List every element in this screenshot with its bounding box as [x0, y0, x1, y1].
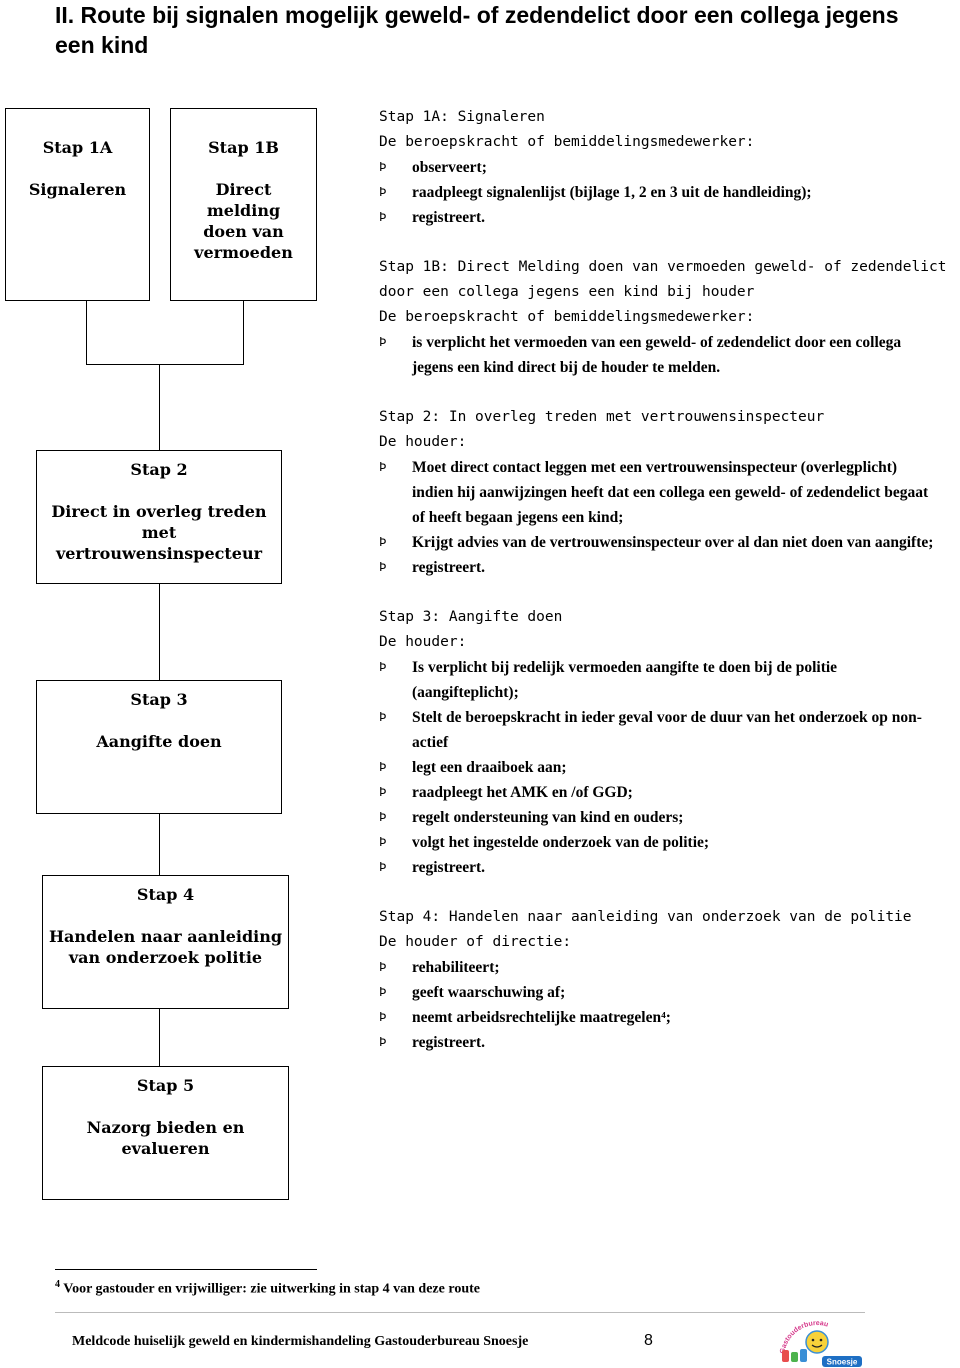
page-title: II. Route bij signalen mogelijk geweld- … — [55, 2, 899, 58]
step-heading: Stap 2: In overleg treden met vertrouwen… — [379, 409, 825, 425]
step-heading: Stap 3: Aangifte doen — [379, 609, 563, 625]
flow-box-step: Stap 5 — [136, 1076, 195, 1095]
bullet-icon: Þ — [379, 660, 387, 674]
flow-box-stap-1a: Stap 1A Signaleren — [5, 108, 150, 301]
bullet-icon: Þ — [379, 160, 387, 174]
flow-box-step: Stap 1A — [42, 138, 113, 157]
bullet-icon: Þ — [379, 535, 387, 549]
footnote-mark: 4 — [55, 1279, 60, 1290]
bullet-icon: Þ — [379, 760, 387, 774]
footnote-separator — [55, 1269, 317, 1270]
flow-box-step: Stap 3 — [130, 690, 188, 709]
bullet-icon: Þ — [379, 1035, 387, 1049]
connector-line — [86, 364, 244, 365]
step-subject: De beroepskracht of bemiddelingsmedewerk… — [379, 134, 755, 150]
page-number: 8 — [644, 1332, 653, 1349]
connector-line — [159, 584, 160, 681]
step-descriptions: Stap 1A: Signaleren De beroepskracht of … — [379, 107, 960, 1055]
footnote-text: Voor gastouder en vrijwilliger: zie uitw… — [60, 1281, 480, 1297]
flow-box-step: Stap 1B — [208, 138, 279, 157]
flow-box-stap-2: Stap 2 Direct in overleg treden met vert… — [36, 450, 282, 584]
svg-text:Snoesje: Snoesje — [827, 1358, 858, 1367]
connector-line — [159, 364, 160, 451]
bullet-icon: Þ — [379, 810, 387, 824]
flow-box-stap-4: Stap 4 Handelen naar aanleiding van onde… — [42, 875, 289, 1009]
connector-line — [86, 301, 87, 365]
step-block-1b: Stap 1B: Direct Melding doen van vermoed… — [379, 255, 960, 380]
bullet-icon: Þ — [379, 960, 387, 974]
step-subject: De beroepskracht of bemiddelingsmedewerk… — [379, 309, 755, 325]
flow-box-label: Signaleren — [28, 180, 127, 199]
step-subject: De houder of directie: — [379, 934, 572, 950]
step-heading: Stap 1A: Signaleren — [379, 109, 545, 125]
flow-box-step: Stap 4 — [136, 885, 195, 904]
bullet-icon: Þ — [379, 985, 387, 999]
bullet-icon: Þ — [379, 460, 387, 474]
step-heading: Stap 4: Handelen naar aanleiding van ond… — [379, 909, 912, 925]
connector-line — [159, 814, 160, 876]
flow-box-label: Handelen naar aanleiding van onderzoek p… — [48, 927, 283, 967]
bullet-icon: Þ — [379, 560, 387, 574]
flow-box-stap-1b: Stap 1B Direct melding doen van vermoede… — [170, 108, 317, 301]
bullet-icon: Þ — [379, 860, 387, 874]
step-block-4: Stap 4: Handelen naar aanleiding van ond… — [379, 905, 960, 1055]
bullet-icon: Þ — [379, 835, 387, 849]
footer-text: Meldcode huiselijk geweld en kindermisha… — [72, 1334, 529, 1349]
bullet-icon: Þ — [379, 335, 387, 349]
step-heading: Stap 1B: Direct Melding doen van vermoed… — [379, 259, 947, 275]
bullet-icon: Þ — [379, 185, 387, 199]
flow-box-label: Aangifte doen — [96, 732, 222, 751]
gastouderbureau-snoesje-logo: Gastouderbureau Snoesje — [779, 1320, 862, 1367]
step-heading-continued: door een collega jegens een kind bij hou… — [379, 284, 755, 300]
bullet-icon: Þ — [379, 785, 387, 799]
flow-box-label: Direct in overleg treden met vertrouwens… — [51, 502, 267, 563]
step-block-1a: Stap 1A: Signaleren De beroepskracht of … — [379, 105, 960, 230]
flow-box-label: Nazorg bieden en evalueren — [86, 1118, 245, 1158]
footnote: 4 Voor gastouder en vrijwilliger: zie ui… — [55, 1279, 480, 1298]
bullet-icon: Þ — [379, 710, 387, 724]
flow-box-stap-5: Stap 5 Nazorg bieden en evalueren — [42, 1066, 289, 1200]
flow-box-step: Stap 2 — [130, 460, 188, 479]
footer-separator — [55, 1312, 865, 1313]
bullet-icon: Þ — [379, 210, 387, 224]
bullet-icon: Þ — [379, 1010, 387, 1024]
step-block-2: Stap 2: In overleg treden met vertrouwen… — [379, 405, 960, 580]
connector-line — [243, 301, 244, 365]
step-subject: De houder: — [379, 634, 467, 650]
flow-box-label: Direct melding doen van vermoeden — [194, 180, 293, 262]
flow-box-stap-3: Stap 3 Aangifte doen — [36, 680, 282, 814]
connector-line — [159, 1009, 160, 1067]
step-subject: De houder: — [379, 434, 467, 450]
